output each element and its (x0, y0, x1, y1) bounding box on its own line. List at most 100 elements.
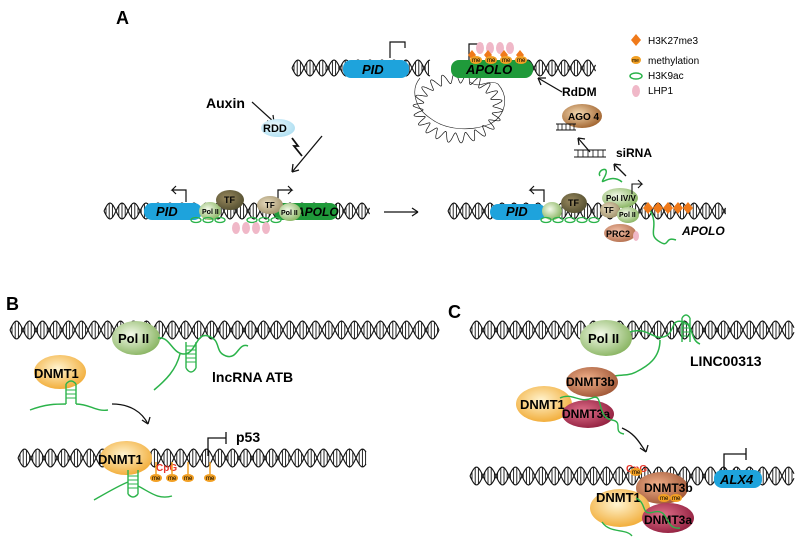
me-label: me (502, 58, 511, 64)
apolo-lncrna-tail (649, 209, 677, 245)
pid-label-top: PID (362, 62, 384, 77)
dnmt1-b-bound (100, 441, 152, 475)
me-label: me (152, 476, 161, 482)
prc2-complex (604, 224, 636, 242)
methylation-legend-icon (631, 56, 641, 64)
h3k9ac-icon (190, 216, 202, 224)
pol2-c-label: Pol II (588, 331, 619, 346)
me-label: me (672, 496, 681, 502)
h3k27me3-legend-icon (631, 34, 641, 46)
rddm-arrow (537, 77, 563, 93)
rddm-label: RdDM (562, 85, 597, 99)
h3k9ac-icon (588, 216, 600, 224)
apolo-label-top: APOLO (465, 62, 512, 77)
h3k9ac-icon (214, 216, 226, 224)
methylation-icon (500, 56, 512, 64)
prc2-label: PRC2 (606, 229, 630, 239)
h3k27me3-icon (673, 202, 683, 214)
chromatin-loop (412, 72, 505, 144)
pol4v-label: Pol IV/V (606, 194, 636, 203)
dnmt1-b (34, 355, 86, 389)
linc00313-hairpin (681, 314, 691, 342)
h3k27me3-icon (653, 202, 663, 214)
b-curved-arrow (111, 403, 149, 425)
pid-promoter-right (528, 185, 545, 202)
pol2-right-b (617, 207, 639, 223)
h3k27me3-icon (663, 202, 673, 214)
apolo-gene-top (451, 60, 533, 78)
me-label: me (206, 476, 215, 482)
h3k27me3-icon (643, 202, 653, 214)
methylation-icon (166, 474, 178, 482)
methylation-icon (182, 474, 194, 482)
dnmt1-b-bound-label: DNMT1 (98, 452, 143, 467)
pid-promoter-left (170, 185, 187, 202)
apolo-promoter-left (277, 185, 294, 202)
lightning-icon (291, 137, 303, 157)
lhp1-bound (633, 231, 639, 241)
h3k9ac-icon (564, 216, 576, 224)
tf-right-b-label: TF (604, 206, 614, 215)
me-label: me (632, 470, 641, 476)
pol2-left-a (199, 202, 221, 220)
p53-label: p53 (236, 429, 260, 445)
pol2-left-b (279, 203, 301, 221)
panel-c-label: C (448, 302, 461, 322)
methylation-icon (470, 56, 482, 64)
apolo-promoter-right (631, 179, 644, 194)
cpg-label-b: CpG (156, 463, 177, 474)
c-curved-arrow (621, 427, 647, 453)
dnmt3b-c (566, 367, 618, 397)
methylation-icon (485, 56, 497, 64)
legend-lhp1: LHP1 (648, 86, 673, 97)
apolo-label-left: APOLO (295, 205, 339, 219)
tf-left-b (257, 196, 283, 214)
pol2-left-a-label: Pol II (202, 209, 219, 216)
h3k27me3-icon (683, 202, 693, 214)
rna-to-sirna-arrow (613, 163, 627, 177)
dnmt1-c-bound-label: DNMT1 (596, 490, 641, 505)
tf-right-a-label: TF (568, 198, 579, 208)
methylation-icon (630, 468, 642, 476)
lncrna-atb-hairpin (185, 342, 197, 373)
dnmt3b-c-bound-label: DNMT3b (644, 481, 693, 495)
tf-right-b (600, 202, 620, 218)
dna-b-bottom (17, 448, 367, 468)
pol2-b-label: Pol II (118, 331, 149, 346)
pid-promoter-top (389, 41, 406, 58)
lhp1-icon (476, 42, 484, 54)
linc-bound-rna (601, 497, 681, 537)
h3k9ac-marks-right (540, 216, 600, 224)
lhp1-icon (506, 42, 514, 54)
dnmt3a-c-label: DNMT3a (562, 407, 610, 421)
tf-right-a (561, 193, 587, 213)
sirna-duplex-small (556, 123, 576, 131)
legend: H3K27me3 me methylation H3K9ac LHP1 (629, 34, 699, 97)
dna-b-top (9, 320, 440, 340)
pol2-c (580, 320, 632, 356)
pol2-right-a (542, 202, 562, 220)
h3k9ac-legend-icon (629, 72, 643, 80)
lhp1-icon (496, 42, 504, 54)
h3k9ac-icon (270, 216, 282, 224)
h3k9ac-icon (246, 216, 258, 224)
alx4-promoter (723, 453, 746, 470)
h3k9ac-icon (540, 216, 552, 224)
sirna-label: siRNA (616, 146, 652, 160)
dna-c-top (469, 320, 795, 340)
alx4-label: ALX4 (719, 472, 754, 487)
tf-left-a (216, 190, 244, 210)
me-label: me (472, 58, 481, 64)
methylation-icon (150, 474, 162, 482)
linc-complex-rna (559, 395, 625, 435)
dnmt1-c-bound (590, 489, 650, 527)
sirna-duplex (574, 149, 606, 158)
panel-a-label: A (116, 8, 129, 28)
methylation-icon (658, 494, 670, 502)
tf-left-b-label: TF (265, 201, 275, 210)
dnmt3b-c-label: DNMT3b (566, 375, 615, 389)
chromatin-coil (412, 72, 504, 144)
